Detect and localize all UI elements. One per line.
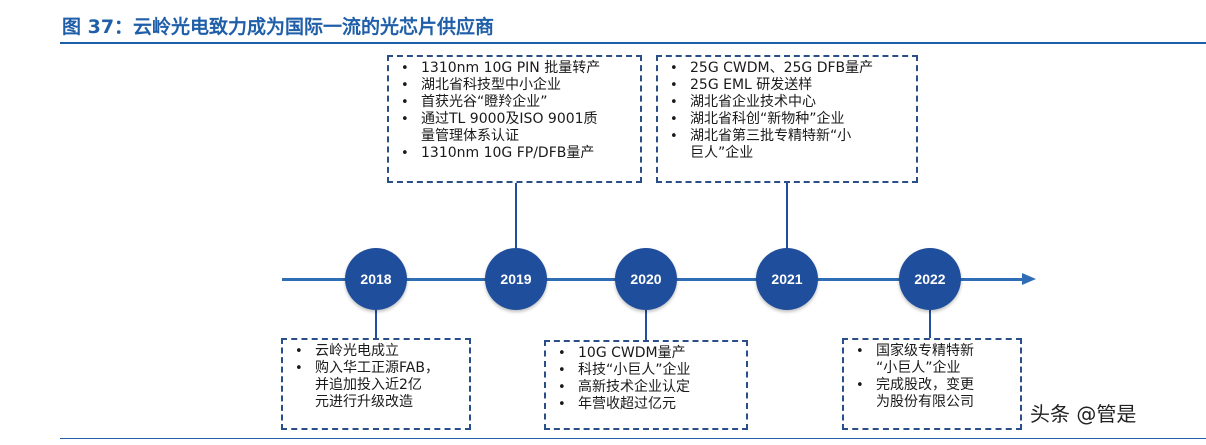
bullet-icon: • [670, 78, 678, 93]
milestone-item: •通过TL 9000及ISO 9001质 量管理体系认证 [401, 111, 598, 144]
year-node-2019: 2019 [485, 248, 547, 310]
watermark: 头条 @管是 [1030, 402, 1137, 426]
bullet-icon: • [558, 397, 566, 412]
bullet-icon: • [558, 363, 566, 378]
milestone-item: •10G CWDM量产 [558, 345, 686, 361]
bullet-icon: • [401, 146, 409, 161]
milestone-item: •25G CWDM、25G DFB量产 [670, 60, 874, 76]
year-node-2021: 2021 [756, 248, 818, 310]
timeline-arrow-head [1022, 273, 1036, 285]
milestone-item: •云岭光电成立 [295, 343, 399, 359]
bullet-icon: • [295, 361, 303, 376]
milestone-item: •科技“小巨人”企业 [558, 362, 691, 378]
milestones-box-2020: •10G CWDM量产 •科技“小巨人”企业 •高新技术企业认定 •年营收超过亿… [544, 340, 748, 430]
milestone-item: •完成股改，变更 为股份有限公司 [856, 377, 974, 410]
milestone-item: •国家级专精特新 “小巨人”企业 [856, 343, 974, 376]
figure-title: 图 37：云岭光电致力成为国际一流的光芯片供应商 [62, 16, 495, 38]
bullet-icon: • [295, 344, 303, 359]
year-node-2018: 2018 [345, 248, 407, 310]
milestone-item: •高新技术企业认定 [558, 379, 690, 395]
bullet-icon: • [401, 112, 409, 127]
milestones-box-2021: •25G CWDM、25G DFB量产 •25G EML 研发送样 •湖北省企业… [656, 55, 918, 183]
milestone-item: •湖北省科技型中小企业 [401, 77, 561, 93]
bullet-icon: • [558, 346, 566, 361]
bullet-icon: • [401, 78, 409, 93]
bullet-icon: • [856, 344, 864, 359]
bullet-icon: • [401, 95, 409, 110]
stem-2020 [645, 310, 647, 342]
milestones-box-2018: •云岭光电成立 •购入华工正源FAB， 并追加投入近2亿 元进行升级改造 [281, 338, 471, 430]
milestones-box-2019: •1310nm 10G PIN 批量转产 •湖北省科技型中小企业 •首获光谷“瞪… [387, 55, 642, 183]
milestone-item: •25G EML 研发送样 [670, 77, 813, 93]
stem-2022 [929, 310, 931, 340]
title-divider [60, 42, 1206, 44]
bullet-icon: • [401, 61, 409, 76]
milestone-item: •1310nm 10G PIN 批量转产 [401, 60, 601, 76]
stem-2021 [786, 182, 788, 248]
bottom-divider [60, 438, 1206, 439]
bullet-icon: • [670, 129, 678, 144]
milestone-item: •湖北省第三批专精特新“小 巨人”企业 [670, 128, 852, 161]
milestone-item: •1310nm 10G FP/DFB量产 [401, 145, 595, 161]
bullet-icon: • [670, 61, 678, 76]
bullet-icon: • [670, 112, 678, 127]
year-node-2022: 2022 [899, 248, 961, 310]
bullet-icon: • [558, 380, 566, 395]
milestone-item: •购入华工正源FAB， 并追加投入近2亿 元进行升级改造 [295, 360, 439, 410]
bullet-icon: • [670, 95, 678, 110]
milestone-item: •首获光谷“瞪羚企业” [401, 94, 548, 110]
stem-2018 [375, 310, 377, 340]
stem-2019 [515, 182, 517, 248]
milestone-item: •年营收超过亿元 [558, 396, 676, 412]
milestone-item: •湖北省企业技术中心 [670, 94, 816, 110]
milestone-item: •湖北省科创“新物种”企业 [670, 111, 845, 127]
milestones-box-2022: •国家级专精特新 “小巨人”企业 •完成股改，变更 为股份有限公司 [842, 338, 1022, 430]
year-node-2020: 2020 [615, 248, 677, 310]
bullet-icon: • [856, 378, 864, 393]
